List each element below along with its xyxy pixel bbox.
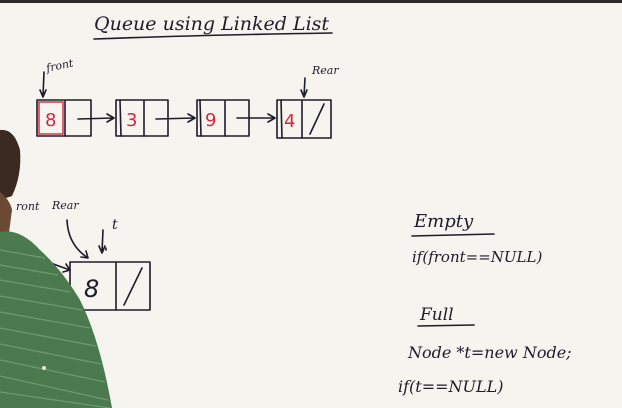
front-arrow <box>39 71 47 98</box>
full-line-2: if(t==NULL) <box>398 377 504 396</box>
rear-arrow-2 <box>66 219 89 259</box>
node-2: 3 <box>115 99 169 137</box>
link-arrow-2 <box>155 113 196 123</box>
presenter-neck <box>0 192 12 240</box>
t-arrow <box>98 229 107 254</box>
shirt-button <box>42 366 46 370</box>
full-underline <box>417 324 475 327</box>
empty-underline <box>411 233 495 237</box>
shirt-stripes <box>0 249 111 408</box>
node-4-value: 4 <box>284 111 295 132</box>
node-1: 8 <box>36 99 92 137</box>
full-heading: Full <box>419 305 454 325</box>
link-arrow-1 <box>77 113 115 123</box>
presenter <box>0 129 112 408</box>
front-label: front <box>44 56 75 75</box>
rear-label-2: Rear <box>51 199 79 212</box>
null-slash-icon <box>309 103 325 135</box>
node-1-value: 8 <box>45 110 56 131</box>
title-underline <box>93 32 333 40</box>
node-4: 4 <box>276 99 332 139</box>
link-arrow-3 <box>236 113 276 123</box>
title-text: Queue using Linked List <box>94 13 329 35</box>
front-label-2: ront <box>16 200 40 213</box>
top-edge <box>0 0 622 3</box>
single-node: 8 <box>69 261 151 311</box>
presenter-shirt <box>0 231 112 408</box>
rear-arrow <box>300 77 308 98</box>
null-slash-icon-2 <box>123 267 143 306</box>
rear-label: Rear <box>311 64 339 77</box>
single-node-value: 8 <box>84 275 99 303</box>
node-2-value: 3 <box>126 110 137 131</box>
presenter-head <box>0 129 21 200</box>
full-line-1: Node *t=new Node; <box>407 343 572 362</box>
node-3-value: 9 <box>205 110 216 131</box>
empty-heading: Empty <box>413 211 474 232</box>
empty-condition: if(front==NULL) <box>412 248 542 266</box>
t-label: t <box>112 217 118 233</box>
